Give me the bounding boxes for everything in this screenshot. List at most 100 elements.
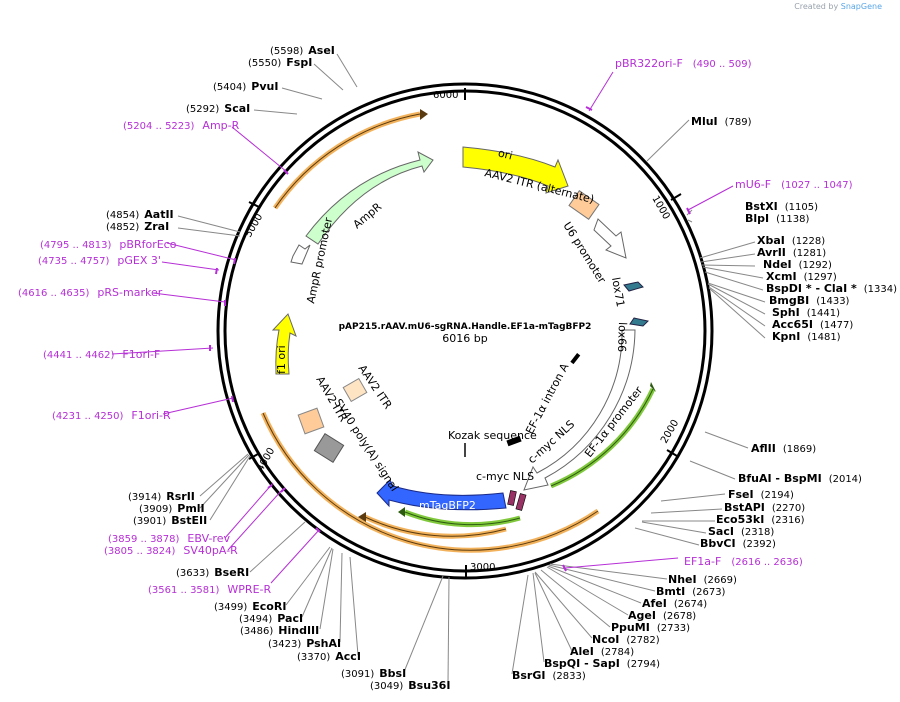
enzyme-ppumi: PpuMI(2733) <box>611 621 690 634</box>
primer-f1ori-r: (4231 .. 4250)F1ori-R <box>52 409 171 422</box>
primer-lines <box>111 71 734 584</box>
orf-arc-f1 <box>260 412 600 553</box>
enzyme-bmti: BmtI(2673) <box>656 585 726 598</box>
feature-lox66 <box>629 317 650 327</box>
enzyme-fsei: FseI(2194) <box>728 488 794 501</box>
feature-mtagbfp2 <box>376 479 507 511</box>
enzyme-bbsi: (3091)BbsI <box>341 667 406 680</box>
credit-prefix: Created by <box>794 2 839 11</box>
primer-f1ori-f: (4441 .. 4462)F1ori-F <box>43 348 160 361</box>
features <box>271 146 650 511</box>
enzyme-bseri: (3633)BseRI <box>176 566 249 579</box>
enzyme-avrii: AvrII(1281) <box>757 246 826 259</box>
feature-cmyc-nls-2 <box>515 493 527 511</box>
primer-pbrforeco: (4795 .. 4813)pBRforEco <box>40 238 177 251</box>
orf-arrow-amp <box>420 109 428 120</box>
tick-label-3000: 3000 <box>470 562 495 573</box>
backbone-outer <box>216 82 714 580</box>
tick-mark-1000 <box>670 193 682 201</box>
enzyme-fspi: (5550)FspI <box>248 56 312 69</box>
primer-prs-marker: (4616 .. 4635)pRS-marker <box>18 286 163 299</box>
enzyme-paci: (3494)PacI <box>239 612 303 625</box>
primer-ef1a-f: EF1a-F(2616 .. 2636) <box>684 555 803 568</box>
primer-labels: pBR322ori-F(490 .. 509) mU6-F(1027 .. 10… <box>18 57 853 596</box>
primer-pgex3: (4735 .. 4757)pGEX 3' <box>38 254 161 267</box>
feature-aav2-itr-alt <box>568 190 600 220</box>
enzyme-rsrii: (3914)RsrII <box>128 490 195 503</box>
primer-wpre-r: (3561 .. 3581)WPRE-R <box>148 583 271 596</box>
label-lox71: lox71 <box>609 276 627 308</box>
enzyme-pvui: (5404)PvuI <box>213 80 278 93</box>
tick-label-6000: 6000 <box>433 90 458 101</box>
label-f1-ori: f1 ori <box>275 345 288 374</box>
enzyme-pshai: (3423)PshAI <box>268 637 341 650</box>
label-kozak: Kozak sequence <box>448 429 537 442</box>
enzyme-labels: (5598)AseI (5550)FspI (5404)PvuI (5292)S… <box>106 44 897 692</box>
primer-amp-r: (5204 .. 5223)Amp-R <box>123 119 240 132</box>
enzyme-eco53ki: Eco53kI(2316) <box>716 513 805 526</box>
orf-arc-ef1a-core <box>550 388 654 487</box>
enzyme-bfuai-bspmi: BfuAI - BspMI(2014) <box>738 472 862 485</box>
label-ampr-promoter: AmpR promoter <box>304 216 335 305</box>
enzyme-aatii: (4854)AatII <box>106 208 174 221</box>
enzyme-bsu36i: (3049)Bsu36I <box>370 679 450 692</box>
plasmid-name: pAP215.rAAV.mU6-sgRNA.Handle.EF1a-mTagBF… <box>339 322 592 332</box>
orf-arc-f1-core <box>262 412 599 551</box>
tick-mark-2000 <box>666 449 678 457</box>
enzyme-bspqi-sapi: BspQI - SapI(2794) <box>544 657 660 670</box>
enzyme-xbai: XbaI(1228) <box>757 234 825 247</box>
label-lox66: lox66 <box>615 322 629 352</box>
enzyme-kpni: KpnI(1481) <box>772 330 841 343</box>
primer-sv40pa-r: (3805 .. 3824)SV40pA-R <box>104 544 238 557</box>
tick-mark-5000 <box>248 201 260 208</box>
enzyme-afei: AfeI(2674) <box>642 597 707 610</box>
enzyme-bstxi: BstXI(1105) <box>745 200 818 213</box>
tick-mark-4000 <box>248 453 259 460</box>
feature-sv40-polya <box>313 433 345 463</box>
feature-cmyc-nls-1 <box>507 490 517 506</box>
enzyme-bbvci: BbvCI(2392) <box>700 537 776 550</box>
enzyme-xcmi: XcmI(1297) <box>766 270 837 283</box>
enzyme-asei: (5598)AseI <box>270 44 335 57</box>
orf-arrow-f1 <box>358 512 366 522</box>
enzyme-sphi: SphI(1441) <box>772 306 840 319</box>
enzyme-nhei: NheI(2669) <box>668 573 737 586</box>
plasmid-length: 6016 bp <box>442 332 487 345</box>
feature-f1-ori <box>271 313 297 375</box>
primer-marks <box>209 106 691 572</box>
orf-arrow-ef1a <box>650 382 656 392</box>
enzyme-bspdi-clai: BspDI * - ClaI *(1334) <box>766 282 897 295</box>
enzyme-scai: (5292)ScaI <box>186 102 250 115</box>
tick-label-1000: 1000 <box>649 194 671 222</box>
primer-pbr322ori-f: pBR322ori-F(490 .. 509) <box>615 57 752 70</box>
snapgene-logo-text: SnapGene <box>840 2 882 11</box>
feature-ampr <box>305 151 434 245</box>
enzyme-ncoi: NcoI(2782) <box>592 633 660 646</box>
enzyme-aflii: AflII(1869) <box>751 442 816 455</box>
label-ori: ori <box>497 147 514 163</box>
feature-ef1a-intron-end <box>506 435 522 447</box>
feature-ampr-promoter <box>290 244 311 265</box>
enzyme-bstapi: BstAPI(2270) <box>724 501 805 514</box>
feature-u6-promoter <box>593 218 627 259</box>
enzyme-mlui: MluI(789) <box>691 115 752 128</box>
primer-ebv-rev: (3859 .. 3878)EBV-rev <box>108 532 230 545</box>
enzyme-blpi: BlpI(1138) <box>745 212 809 225</box>
enzyme-ndei: NdeI(1292) <box>763 258 832 271</box>
orf-arc-bfp-green-core <box>404 511 521 526</box>
enzyme-acc65i: Acc65I(1477) <box>772 318 853 331</box>
enzyme-ecori: (3499)EcoRI <box>214 600 286 613</box>
enzyme-agei: AgeI(2678) <box>628 609 696 622</box>
enzyme-lines <box>177 53 766 685</box>
snapgene-credit: Created by SnapGene <box>794 2 882 11</box>
enzyme-bsteii: (3901)BstEII <box>133 514 207 527</box>
enzyme-hindiii: (3486)HindIII <box>240 624 319 637</box>
feature-ori <box>462 146 569 194</box>
feature-ef1a-intron <box>570 353 581 365</box>
feature-ef1a-promoter <box>523 329 636 491</box>
orf-arc-amp-core <box>274 113 421 209</box>
orf-arrow-bfp-green <box>398 507 405 517</box>
enzyme-zrai: (4852)ZraI <box>106 220 169 233</box>
label-ampr: AmpR <box>351 200 385 231</box>
